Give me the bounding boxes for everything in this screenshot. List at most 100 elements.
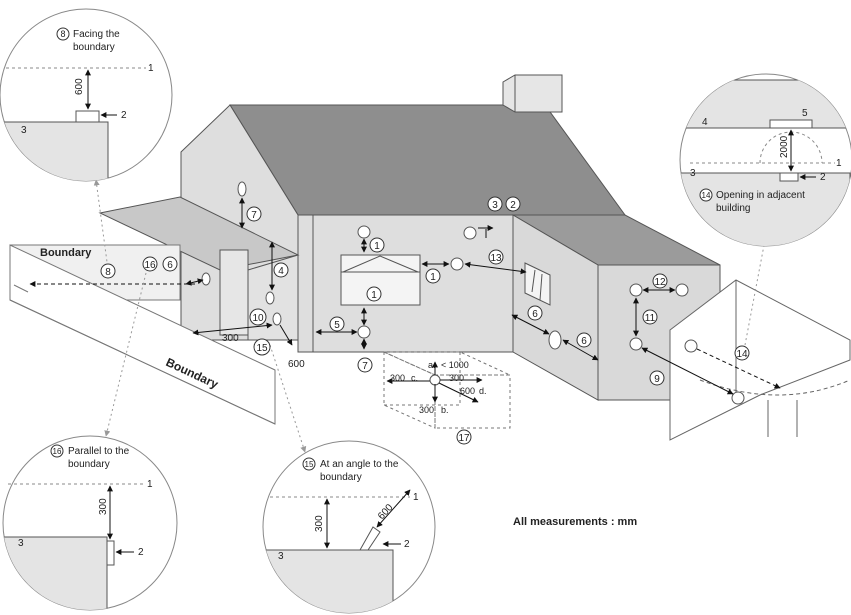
terminal-13	[450, 257, 464, 271]
terminal-3	[463, 226, 477, 240]
callout-6b: 6	[527, 305, 543, 321]
svg-text:16: 16	[53, 447, 62, 456]
callout-16: 16	[142, 256, 158, 272]
boundary-label-top: Boundary	[40, 247, 92, 259]
svg-text:2000: 2000	[779, 135, 790, 158]
inset-angle-boundary: 15 At an angle to the boundary 300 600 1…	[262, 440, 436, 614]
terminal-7	[237, 181, 247, 197]
svg-text:< 1000: < 1000	[441, 360, 469, 370]
callout-5: 5	[329, 316, 345, 332]
leader-lines	[93, 179, 767, 453]
svg-text:7: 7	[251, 210, 257, 221]
svg-text:At an angle to the: At an angle to the	[320, 459, 399, 470]
svg-text:2: 2	[510, 200, 516, 211]
callout-1b: 1	[366, 286, 382, 302]
svg-text:11: 11	[645, 313, 656, 324]
callout-17: 17	[456, 429, 472, 445]
house-callouts: 7 4 6 16 8 10 15 5 7 1 1 1 3 2 13 6 6 12…	[100, 196, 750, 445]
svg-text:b.: b.	[441, 405, 449, 415]
svg-text:5: 5	[334, 320, 340, 331]
svg-text:boundary: boundary	[68, 459, 110, 470]
svg-text:2: 2	[404, 539, 410, 550]
terminal-17	[429, 374, 441, 386]
svg-text:7: 7	[362, 361, 368, 372]
svg-text:300: 300	[449, 373, 464, 383]
svg-text:3: 3	[18, 538, 24, 549]
callout-11: 11	[642, 309, 658, 325]
svg-text:1: 1	[148, 63, 154, 74]
svg-text:8: 8	[105, 267, 111, 278]
svg-text:2: 2	[138, 547, 144, 558]
inset-facing-boundary: 8 Facing the boundary 600 1 2 3	[0, 8, 173, 182]
svg-text:8: 8	[60, 29, 65, 39]
svg-text:6: 6	[532, 309, 538, 320]
svg-text:300: 300	[314, 515, 325, 532]
dim-600-porch: 600	[288, 359, 305, 370]
svg-text:Facing the: Facing the	[73, 29, 120, 40]
svg-text:300: 300	[390, 373, 405, 383]
terminal-12b	[675, 283, 689, 297]
chimney	[502, 74, 563, 113]
boundary-walls	[9, 244, 276, 425]
dimension-arrows	[29, 197, 781, 403]
svg-text:17: 17	[458, 433, 470, 444]
svg-text:boundary: boundary	[320, 472, 362, 483]
svg-text:4: 4	[278, 266, 284, 277]
callout-10: 10	[249, 308, 267, 326]
svg-text:building: building	[716, 203, 750, 214]
callout-6c: 6	[576, 332, 592, 348]
terminal-below-window	[357, 325, 371, 339]
svg-text:10: 10	[252, 313, 264, 324]
svg-text:13: 13	[490, 253, 502, 264]
svg-text:3: 3	[690, 168, 696, 179]
svg-text:600: 600	[74, 78, 85, 95]
svg-text:600: 600	[460, 386, 475, 396]
terminal-9	[731, 391, 745, 405]
porch-opening	[219, 249, 249, 336]
callout-13: 13	[488, 249, 504, 265]
svg-text:1: 1	[430, 272, 436, 283]
callout-12: 12	[652, 273, 668, 289]
callout-1a: 1	[369, 237, 385, 253]
inset-parallel-boundary: 16 Parallel to the boundary 300 1 2 3	[2, 435, 178, 611]
svg-text:1: 1	[147, 479, 153, 490]
svg-text:14: 14	[702, 191, 711, 200]
svg-text:6: 6	[581, 336, 587, 347]
zone-17-box	[383, 351, 511, 429]
svg-text:15: 15	[305, 460, 314, 469]
svg-text:boundary: boundary	[73, 42, 115, 53]
svg-text:3: 3	[278, 551, 284, 562]
terminal-4	[265, 291, 275, 305]
svg-text:15: 15	[256, 343, 268, 354]
svg-text:300: 300	[98, 498, 109, 515]
terminal-11	[629, 337, 643, 351]
callout-14: 14	[734, 345, 750, 361]
adjacent-building	[669, 279, 851, 441]
svg-text:3: 3	[21, 125, 27, 136]
svg-text:12: 12	[654, 277, 666, 288]
svg-text:1: 1	[371, 290, 377, 301]
terminal-10	[272, 312, 282, 326]
svg-text:Opening in adjacent: Opening in adjacent	[716, 190, 805, 201]
terminal-above-window	[357, 225, 371, 239]
svg-text:300: 300	[419, 405, 434, 415]
svg-text:5: 5	[802, 108, 808, 119]
callout-2: 2	[505, 196, 521, 212]
dim-300-porch: 300	[222, 333, 239, 344]
callout-3: 3	[487, 196, 503, 212]
svg-text:6: 6	[167, 260, 173, 271]
callout-6a: 6	[162, 256, 178, 272]
terminal-12a	[629, 283, 643, 297]
main-roof	[229, 104, 626, 216]
callout-7a: 7	[246, 206, 262, 222]
zone-17-labels: a. < 1000 300 c. 300 600 d. 300 b.	[390, 360, 487, 415]
svg-text:1: 1	[374, 241, 380, 252]
svg-text:d.: d.	[479, 386, 487, 396]
svg-text:4: 4	[702, 117, 708, 128]
all-measurements-note: All measurements : mm	[513, 516, 637, 528]
svg-text:9: 9	[654, 374, 660, 385]
house	[98, 74, 721, 401]
terminal-6	[201, 272, 211, 286]
callout-8: 8	[100, 263, 116, 279]
